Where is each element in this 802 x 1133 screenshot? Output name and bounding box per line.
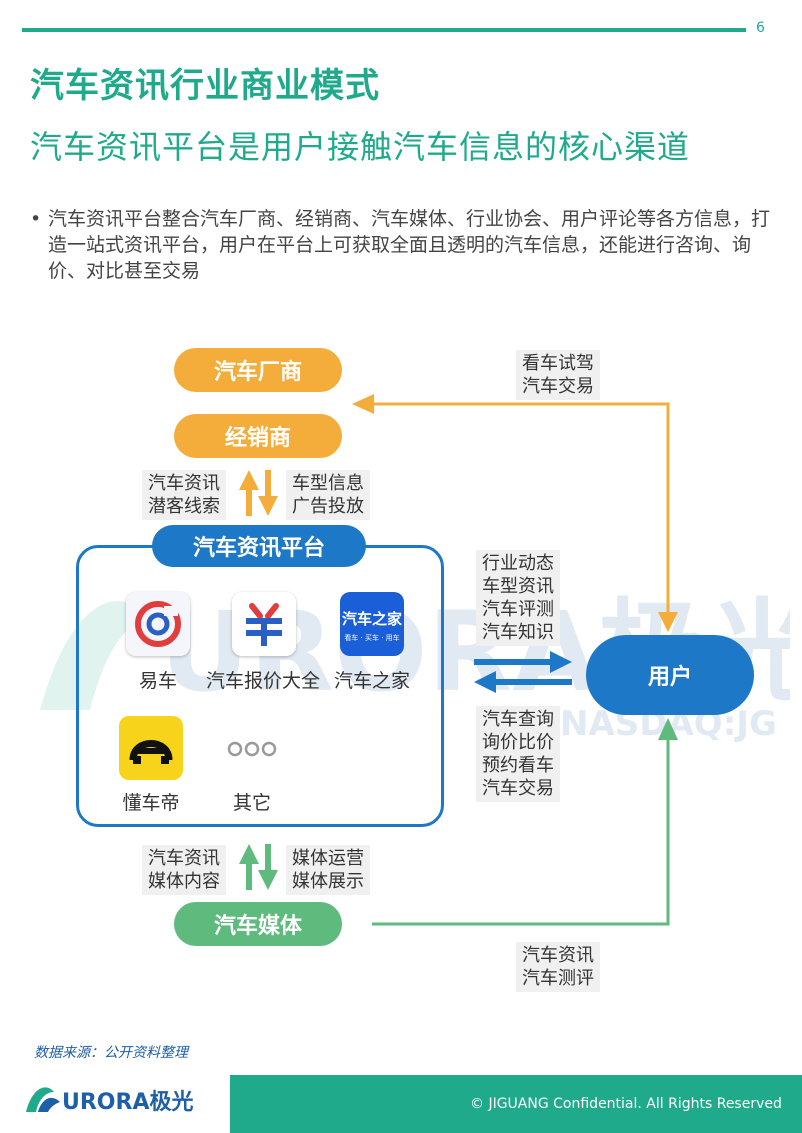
app-name-baojia: 汽车报价大全 — [205, 670, 320, 692]
header-rule — [22, 28, 746, 32]
label-dealer-to-platform: 车型信息 广告投放 — [286, 470, 370, 520]
page-title: 汽车资讯行业商业模式 — [30, 66, 380, 106]
label-line: 行业动态 — [482, 553, 554, 574]
label-line: 汽车资讯 — [148, 473, 220, 494]
autohome-logo-sub: 看车 · 买车 · 用车 — [344, 634, 400, 642]
label-line: 汽车评测 — [482, 599, 554, 620]
label-line: 汽车交易 — [482, 778, 554, 799]
app-name-yiche: 易车 — [138, 670, 177, 692]
label-line: 媒体内容 — [148, 871, 220, 892]
label-line: 预约看车 — [482, 755, 554, 776]
app-name-dongchedi: 懂车帝 — [122, 792, 180, 814]
yiche-icon — [126, 592, 190, 656]
arrow-platform-user — [474, 651, 572, 693]
connector-user-dealer — [372, 402, 670, 620]
bullet-paragraph: • 汽车资讯平台整合汽车厂商、经销商、汽车媒体、行业协会、用户评论等各方信息，打… — [30, 206, 770, 284]
label-media-to-user: 汽车资讯 汽车测评 — [516, 942, 600, 992]
app-name-others: 其它 — [232, 792, 271, 814]
label-line: 广告投放 — [292, 496, 364, 517]
label-line: 媒体运营 — [292, 848, 364, 869]
label-user-to-platform: 汽车查询 询价比价 预约看车 汽车交易 — [476, 706, 560, 802]
label-line: 媒体展示 — [292, 871, 364, 892]
label-line: 汽车资讯 — [522, 945, 594, 966]
app-name-autohome: 汽车之家 — [333, 670, 410, 692]
footer-copyright: © JIGUANG Confidential. All Rights Reser… — [470, 1096, 782, 1112]
arrow-platform-media — [239, 844, 278, 890]
yang-icon — [232, 592, 296, 656]
label-line: 汽车查询 — [482, 709, 554, 730]
footer-logo-text: URORA极光 — [62, 1090, 194, 1115]
label-line: 汽车测评 — [522, 968, 594, 989]
node-user: 用户 — [586, 635, 754, 715]
label-platform-to-dealer: 汽车资讯 潜客线索 — [142, 470, 226, 520]
dongchedi-icon — [119, 716, 183, 780]
label-platform-to-media: 汽车资讯 媒体内容 — [142, 845, 226, 895]
node-dealer: 经销商 — [174, 414, 342, 458]
label-line: 潜客线索 — [148, 496, 220, 517]
arrowhead-to-dealer — [352, 394, 374, 414]
more-dots-icon — [227, 741, 277, 757]
label-platform-to-user: 行业动态 车型资讯 汽车评测 汽车知识 — [476, 550, 560, 646]
autohome-icon: 汽车之家 看车 · 买车 · 用车 — [340, 592, 404, 656]
autohome-logo-text: 汽车之家 — [341, 610, 402, 628]
label-media-to-platform: 媒体运营 媒体展示 — [286, 845, 370, 895]
footer-band — [230, 1075, 802, 1133]
arrowhead-to-user-top — [658, 612, 678, 632]
label-line: 看车试驾 — [522, 353, 594, 374]
arrow-dealer-platform — [239, 470, 278, 516]
page-subtitle: 汽车资讯平台是用户接触汽车信息的核心渠道 — [30, 128, 691, 166]
label-line: 车型资讯 — [482, 576, 554, 597]
label-line: 汽车知识 — [482, 622, 554, 643]
label-line: 询价比价 — [482, 732, 554, 753]
connector-media-user — [372, 738, 670, 926]
label-line: 汽车交易 — [522, 376, 594, 397]
node-manufacturer: 汽车厂商 — [174, 348, 342, 392]
label-line: 汽车资讯 — [148, 848, 220, 869]
bullet-marker: • — [30, 208, 42, 230]
node-platform: 汽车资讯平台 — [152, 525, 366, 567]
label-line: 车型信息 — [292, 473, 364, 494]
label-user-to-dealer: 看车试驾 汽车交易 — [516, 350, 600, 400]
bullet-text: 汽车资讯平台整合汽车厂商、经销商、汽车媒体、行业协会、用户评论等各方信息，打造一… — [48, 208, 771, 282]
arrowhead-to-user-bottom — [658, 718, 678, 740]
data-source: 数据来源：公开资料整理 — [34, 1045, 188, 1061]
node-media: 汽车媒体 — [174, 902, 342, 946]
aurora-logo-icon — [26, 1087, 60, 1112]
page-number: 6 — [756, 20, 765, 36]
